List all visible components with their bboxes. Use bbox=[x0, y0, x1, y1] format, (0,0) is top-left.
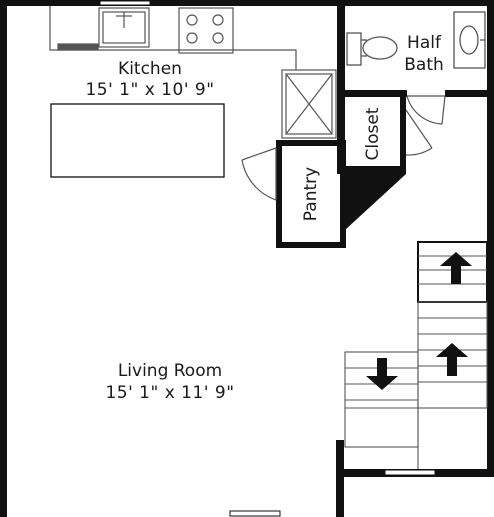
kitchen-sink bbox=[98, 7, 150, 48]
bath-sink-icon bbox=[453, 11, 486, 69]
interior-walls bbox=[276, 0, 494, 248]
living-room-dimensions: 15' 1" x 11' 9" bbox=[105, 383, 235, 403]
windows bbox=[99, 0, 436, 517]
pantry-label: Pantry bbox=[301, 166, 321, 222]
closet-label: Closet bbox=[363, 107, 383, 161]
living-room-label: Living Room bbox=[117, 361, 223, 381]
arrow-down-icon bbox=[366, 358, 398, 390]
kitchen-counter bbox=[49, 6, 297, 70]
toilet-icon bbox=[346, 32, 398, 66]
kitchen-label: Kitchen bbox=[118, 59, 182, 79]
half-bath-label-line2: Bath bbox=[404, 55, 444, 75]
arrow-up-icon bbox=[436, 343, 468, 376]
stove bbox=[178, 7, 234, 54]
kitchen-island bbox=[50, 103, 225, 178]
door-swings bbox=[241, 95, 446, 201]
kitchen-dimensions: 15' 1" x 10' 9" bbox=[85, 80, 215, 100]
half-bath-label-line1: Half bbox=[407, 33, 441, 53]
refrigerator bbox=[281, 69, 337, 139]
arrow-up-icon bbox=[440, 252, 472, 284]
